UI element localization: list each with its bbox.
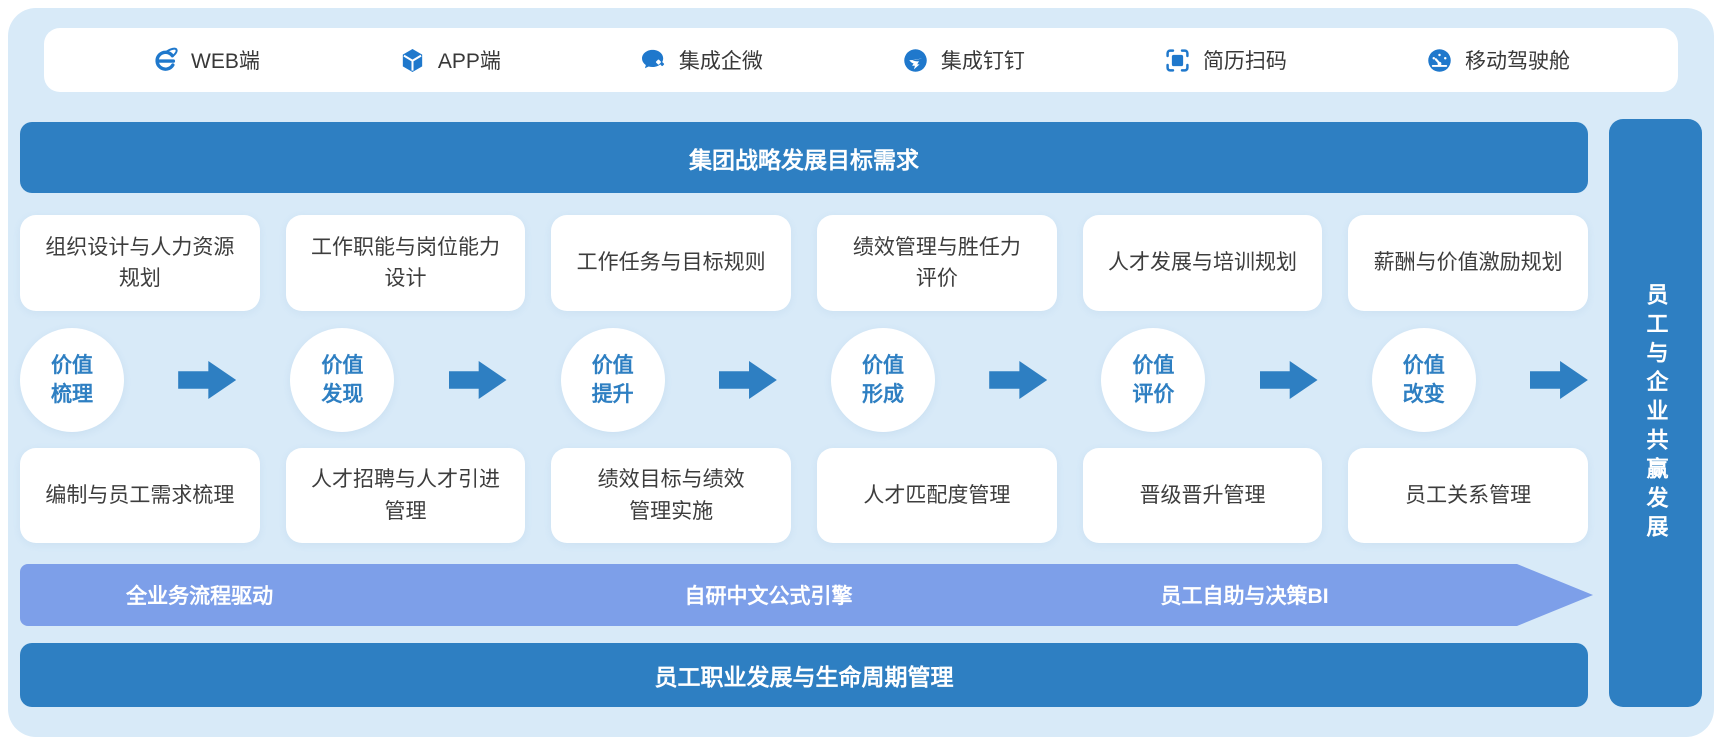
strategy-banner-label: 集团战略发展目标需求: [689, 146, 919, 173]
flow-arrow-icon: [1259, 361, 1318, 399]
planning-card: 工作任务与目标规则: [551, 215, 791, 311]
planning-card: 薪酬与价值激励规划: [1348, 215, 1588, 311]
channel-resume-scan-label: 简历扫码: [1202, 50, 1287, 73]
planning-card: 人才发展与培训规划: [1082, 215, 1323, 311]
execution-card: 人才招聘与人才引进 管理: [285, 448, 526, 543]
process-segment-label: 员工自助与决策BI: [1160, 585, 1329, 608]
value-chain: 价值 梳理 价值 发现 价值 提升 价值 形成 价值 评价 价值 改变: [20, 326, 1588, 434]
process-banner-body: 全业务流程驱动 自研中文公式引擎 员工自助与决策BI: [20, 564, 1517, 626]
mobile-dashboard-icon: [1426, 47, 1453, 74]
planning-card: 工作职能与岗位能力 设计: [285, 215, 526, 311]
flow-arrow-icon: [448, 361, 507, 399]
channel-dingtalk: 集成钉钉: [902, 45, 1025, 75]
value-step-circle: 价值 梳理: [20, 328, 124, 432]
process-banner: 全业务流程驱动 自研中文公式引擎 员工自助与决策BI: [20, 564, 1593, 626]
value-step-circle: 价值 发现: [290, 328, 395, 432]
channel-mobile-dashboard-label: 移动驾驶舱: [1464, 50, 1570, 73]
ie-browser-icon: [152, 47, 179, 74]
execution-card-row: 编制与员工需求梳理 人才招聘与人才引进 管理 绩效目标与绩效 管理实施 人才匹配…: [20, 448, 1588, 543]
channel-wechat-work: 集成企微: [640, 45, 763, 75]
channel-dingtalk-label: 集成钉钉: [940, 50, 1025, 73]
lifecycle-banner-label: 员工职业发展与生命周期管理: [654, 664, 954, 690]
value-step-circle: 价值 改变: [1371, 328, 1476, 432]
flow-arrow-icon: [178, 361, 237, 399]
channel-app-label: APP端: [437, 50, 501, 73]
channel-web-label: WEB端: [191, 50, 260, 73]
win-win-side-bar: 员工与企业共赢发展: [1609, 119, 1702, 707]
execution-card: 绩效目标与绩效 管理实施: [551, 448, 791, 543]
process-segment-label: 全业务流程驱动: [126, 585, 274, 608]
planning-card: 绩效管理与胜任力 评价: [817, 215, 1057, 311]
flow-arrow-icon: [989, 361, 1048, 399]
channel-web: WEB端: [152, 45, 260, 75]
dingtalk-icon: [902, 47, 929, 74]
app-cube-icon: [399, 47, 426, 74]
value-step-circle: 价值 提升: [560, 328, 665, 432]
process-banner-arrow-tip-icon: [1517, 564, 1593, 626]
lifecycle-banner: 员工职业发展与生命周期管理: [20, 643, 1588, 707]
resume-scan-icon: [1164, 47, 1191, 74]
channel-mobile-dashboard: 移动驾驶舱: [1426, 45, 1570, 75]
diagram-container: WEB端 APP端 集: [8, 8, 1714, 737]
channel-resume-scan: 简历扫码: [1164, 45, 1287, 75]
planning-card: 组织设计与人力资源 规划: [20, 215, 260, 311]
access-channel-bar: WEB端 APP端 集: [44, 28, 1678, 92]
execution-card: 人才匹配度管理: [817, 448, 1057, 543]
execution-card: 编制与员工需求梳理: [20, 448, 260, 543]
flow-arrow-icon: [718, 361, 777, 399]
execution-card: 员工关系管理: [1348, 448, 1588, 543]
channel-app: APP端: [399, 45, 501, 75]
planning-card-row: 组织设计与人力资源 规划 工作职能与岗位能力 设计 工作任务与目标规则 绩效管理…: [20, 215, 1588, 311]
execution-card: 晋级晋升管理: [1082, 448, 1323, 543]
process-segment-label: 自研中文公式引擎: [684, 585, 853, 608]
wechat-work-icon: [640, 47, 667, 74]
strategy-banner: 集团战略发展目标需求: [20, 122, 1588, 193]
value-step-circle: 价值 形成: [831, 328, 936, 432]
flow-arrow-icon: [1529, 361, 1588, 399]
channel-wechat-work-label: 集成企微: [678, 50, 763, 73]
value-step-circle: 价值 评价: [1101, 328, 1206, 432]
win-win-side-bar-label: 员工与企业共赢发展: [1643, 282, 1669, 544]
